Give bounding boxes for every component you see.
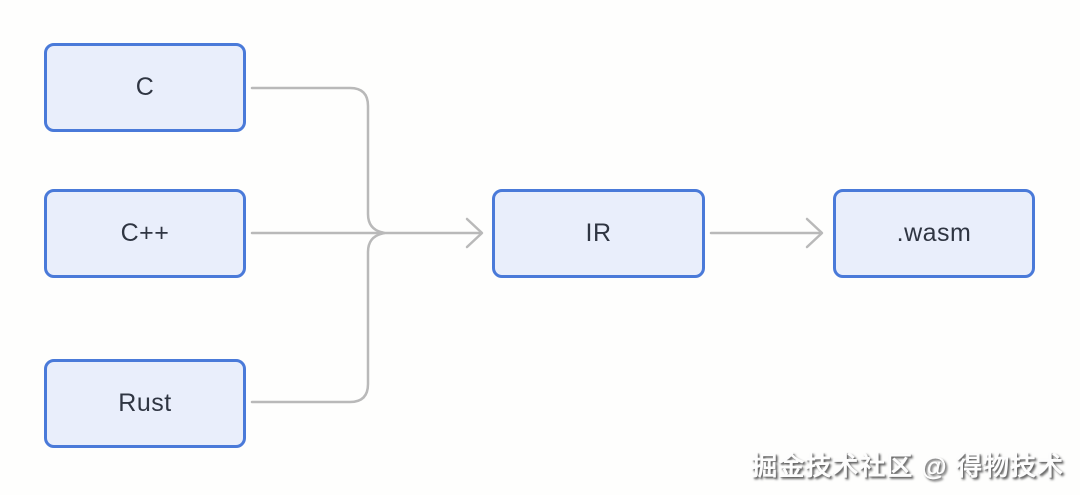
node-c[interactable]: C (44, 43, 246, 132)
connector-c-to-merge (250, 86, 386, 235)
node-ir-label: IR (585, 219, 612, 247)
node-cpp-label: C++ (120, 219, 170, 247)
node-c-label: C (135, 73, 155, 101)
node-wasm[interactable]: .wasm (833, 189, 1035, 278)
node-rust-label: Rust (118, 389, 172, 417)
arrowhead-into-wasm (805, 217, 824, 249)
node-wasm-label: .wasm (896, 219, 972, 247)
node-cpp[interactable]: C++ (44, 189, 246, 278)
arrowhead-into-ir (465, 217, 484, 249)
node-ir[interactable]: IR (492, 189, 705, 278)
connector-rust-to-merge (250, 231, 386, 404)
watermark: 掘金技术社区 @ 得物技术 (751, 451, 1064, 481)
node-rust[interactable]: Rust (44, 359, 246, 448)
